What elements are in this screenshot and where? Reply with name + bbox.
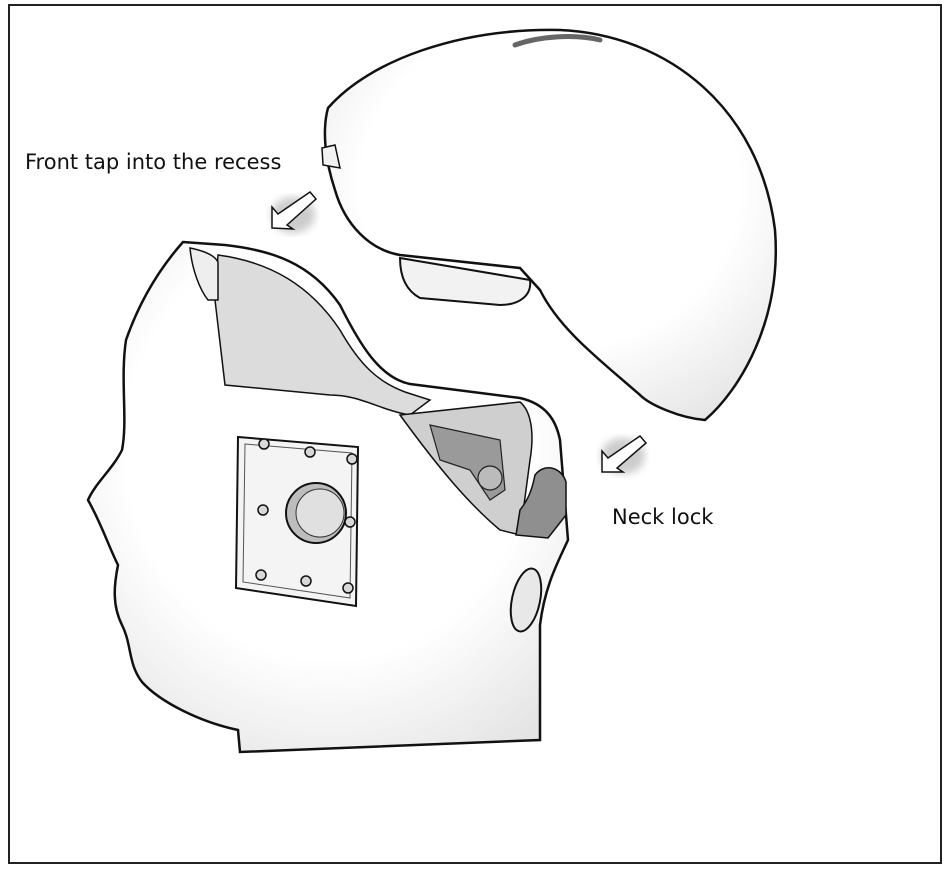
arrow-icon [601, 435, 648, 474]
figure-frame [8, 4, 942, 864]
head-cap [321, 28, 778, 422]
arrow-icon [271, 191, 318, 233]
neck-lock-label: Neck lock [612, 505, 714, 529]
head-body [86, 240, 570, 754]
mounting-plate [234, 435, 360, 608]
front-tap-label: Front tap into the recess [25, 150, 282, 174]
